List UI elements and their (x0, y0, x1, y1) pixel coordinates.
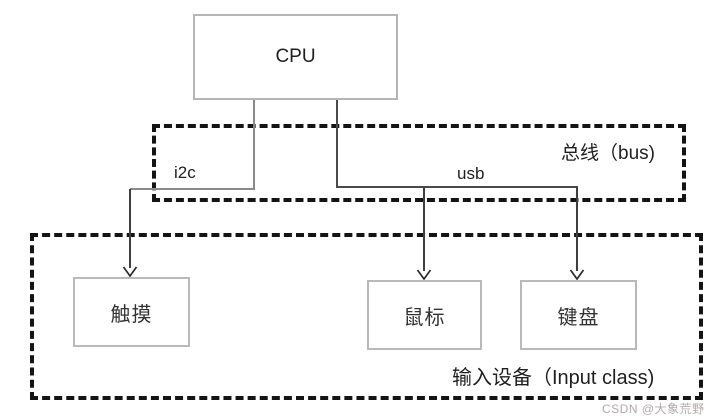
arrow-down-icon (569, 269, 585, 280)
cpu-label: CPU (275, 46, 316, 67)
device-box-mouse: 鼠标 (367, 280, 482, 350)
usb-label: usb (457, 164, 485, 183)
cpu-box: CPU (193, 14, 398, 100)
bus-group-label: 总线（bus) (561, 143, 655, 164)
i2c-line-drop-to-touch (129, 189, 131, 268)
csdn-watermark: CSDN @大象荒野 (602, 402, 705, 416)
usb-line-horizontal (336, 186, 578, 188)
arrow-down-icon (122, 266, 138, 277)
device-label-touch: 触摸 (110, 303, 153, 326)
usb-line-vertical-from-cpu (336, 100, 338, 187)
input-class-group-outline (30, 233, 703, 400)
arrow-down-icon (416, 269, 432, 280)
bus-group-outline (152, 124, 686, 202)
device-box-keyboard: 键盘 (520, 280, 637, 350)
i2c-label: i2c (174, 163, 196, 182)
i2c-line-horizontal (130, 188, 255, 190)
usb-line-drop-to-keyboard (576, 187, 578, 271)
input-class-group-label: 输入设备（Input class) (452, 367, 655, 389)
device-box-touch: 触摸 (73, 277, 190, 347)
usb-line-drop-to-mouse (423, 187, 425, 271)
device-label-mouse: 鼠标 (403, 306, 446, 329)
device-label-keyboard: 键盘 (557, 306, 600, 329)
i2c-line-vertical-from-cpu (253, 100, 255, 189)
